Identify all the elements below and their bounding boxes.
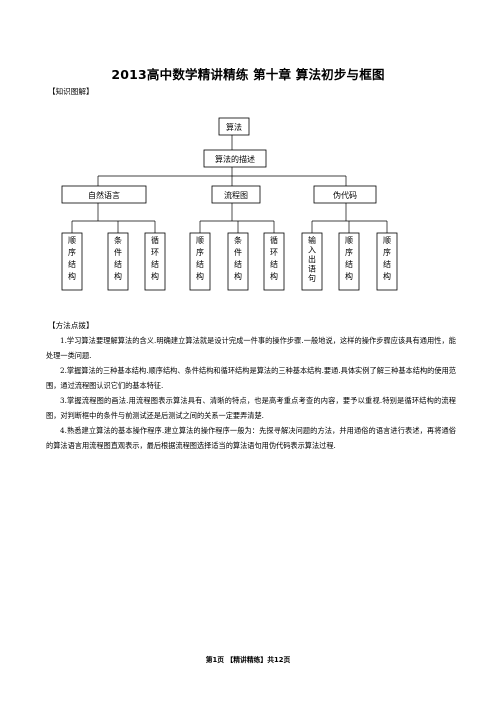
diagram-leaf-char: 句: [308, 273, 316, 283]
diagram-node-root-label: 算法: [226, 122, 242, 132]
diagram-leaf-char: 结: [151, 259, 159, 269]
diagram-leaf-char: 序: [196, 247, 204, 257]
diagram-leaf-char: 环: [270, 248, 278, 257]
diagram-node-natural-language: 自然语言: [61, 185, 147, 204]
diagram-leaf-char: 入: [308, 246, 316, 255]
diagram-leaf-char: 循: [270, 235, 278, 245]
diagram-leaf-node-8: 顺序结构: [338, 232, 360, 291]
diagram-leaf-char: 出: [308, 254, 316, 264]
method-section-heading: 【方法点拨】: [48, 321, 94, 330]
diagram-leaf-char: 序: [68, 247, 76, 257]
diagram-leaf-char: 构: [270, 271, 278, 281]
diagram-node-flowchart-label: 流程图: [224, 190, 248, 200]
diagram-leaf-char: 序: [345, 247, 353, 257]
diagram-node-description: 算法的描述: [203, 149, 267, 168]
diagram-leaf-node-2: 条件结构: [107, 232, 129, 291]
paragraph-4: 4.熟悉建立算法的基本操作程序.建立算法的操作程序一般为：先探寻解决问题的方法，…: [46, 426, 456, 450]
diagram-leaf-char: 结: [234, 259, 242, 269]
diagram-leaf-char: 构: [114, 271, 122, 281]
diagram-leaf-char: 条: [114, 235, 122, 245]
diagram-leaf-char: 构: [68, 271, 76, 281]
paragraph-2: 2.掌握算法的三种基本结构.顺序结构、条件结构和循环结构是算法的三种基本结构.要…: [46, 366, 456, 390]
diagram-leaf-node-5: 条件结构: [227, 232, 249, 291]
diagram-leaf-char: 条: [234, 235, 242, 245]
diagram-node-pseudocode: 伪代码: [313, 185, 377, 204]
document-title: 2013高中数学精讲精练 第十章 算法初步与框图: [111, 67, 385, 82]
diagram-node-flowchart: 流程图: [211, 185, 261, 204]
diagram-leaf-node-9: 顺序结构: [376, 232, 398, 291]
knowledge-section-heading: 【知识图解】: [48, 87, 94, 96]
diagram-leaf-char: 件: [234, 247, 242, 257]
diagram-leaf-char: 结: [196, 259, 204, 269]
diagram-leaf-char: 构: [196, 271, 204, 281]
diagram-leaf-char: 循: [151, 235, 159, 245]
algorithm-concept-diagram: 算法 算法的描述 自然语言 流程图 伪代码 顺序结构条件结构循环结构顺序结构条件…: [61, 117, 398, 291]
diagram-leaf-char: 输: [308, 235, 316, 245]
diagram-node-description-label: 算法的描述: [215, 154, 255, 164]
paragraph-1: 1.学习算法要理解算法的含义.明确建立算法就是设计完成一件事的操作步骤.一般地说…: [46, 336, 456, 360]
diagram-leaf-node-6: 循环结构: [263, 232, 285, 291]
page-footer: 第1页 【精讲精练】共12页: [205, 656, 291, 664]
diagram-leaf-char: 顺: [345, 236, 353, 245]
diagram-leaf-char: 结: [68, 259, 76, 269]
diagram-leaf-char: 构: [345, 271, 353, 281]
diagram-leaf-char: 构: [151, 271, 159, 281]
diagram-leaf-char: 顺: [196, 236, 204, 245]
diagram-leaf-char: 件: [114, 247, 122, 257]
diagram-leaf-node-1: 顺序结构: [61, 232, 83, 291]
diagram-leaf-char: 结: [270, 259, 278, 269]
diagram-node-root: 算法: [218, 117, 250, 136]
diagram-leaf-char: 序: [383, 247, 391, 257]
paragraph-3: 3.掌握流程图的画法.用流程图表示算法具有、清晰的特点，也是高考重点考查的内容，…: [46, 396, 456, 420]
diagram-leaf-char: 结: [114, 259, 122, 269]
diagram-leaf-char: 结: [345, 259, 353, 269]
diagram-leaf-char: 结: [383, 259, 391, 269]
diagram-leaf-char: 构: [383, 271, 391, 281]
diagram-leaf-char: 顺: [383, 236, 391, 245]
diagram-node-natural-language-label: 自然语言: [88, 190, 120, 200]
diagram-node-pseudocode-label: 伪代码: [333, 190, 357, 200]
diagram-connectors: [71, 135, 388, 233]
diagram-leaf-char: 环: [151, 248, 159, 257]
diagram-leaf-char: 构: [234, 271, 242, 281]
diagram-leaf-node-3: 循环结构: [144, 232, 166, 291]
diagram-leaf-node-4: 顺序结构: [189, 232, 211, 291]
diagram-leaf-char: 语: [308, 264, 316, 274]
diagram-leaf-char: 顺: [68, 236, 76, 245]
